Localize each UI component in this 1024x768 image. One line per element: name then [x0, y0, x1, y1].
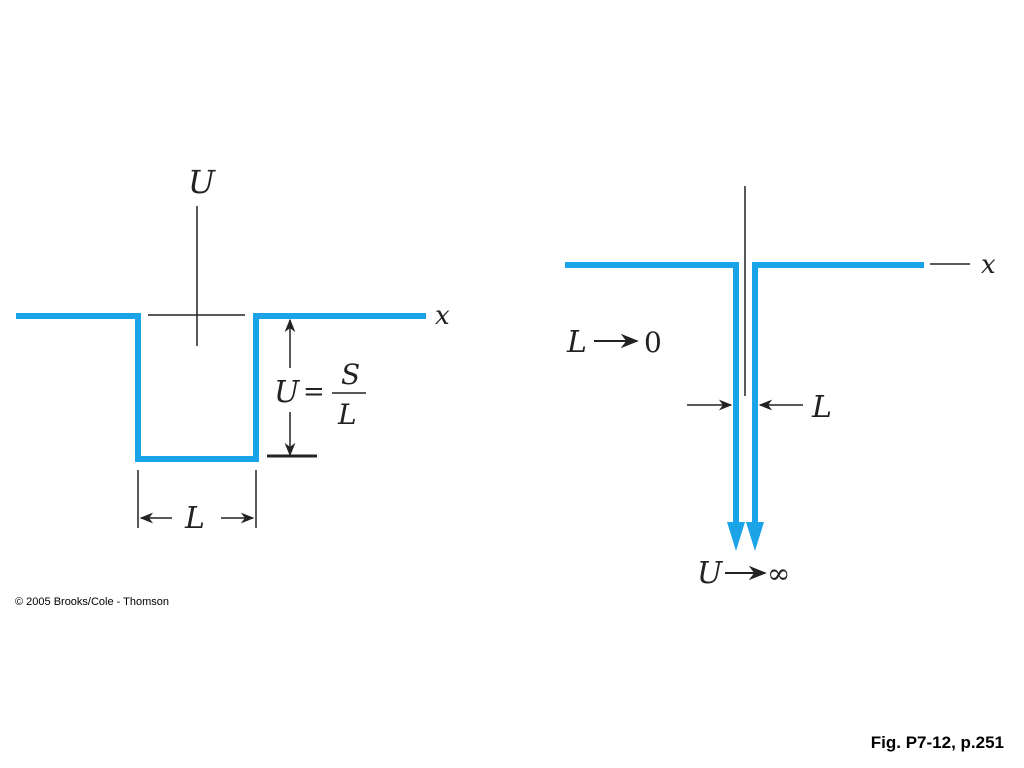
right-width-label: L	[811, 390, 832, 425]
well-arrowhead-left	[727, 522, 745, 551]
figure-caption: Fig. P7-12, p.251	[870, 733, 1004, 752]
right-x-axis-label: x	[981, 250, 996, 280]
copyright-notice: © 2005 Brooks/Cole - Thomson	[15, 596, 170, 608]
well-arrowhead-right	[746, 522, 764, 551]
depth-numerator: S	[341, 358, 360, 391]
left-x-axis-label: x	[435, 301, 450, 331]
left-width-label: L	[184, 501, 205, 536]
left-u-axis-label: U	[188, 163, 216, 201]
limit-u-value: ∞	[767, 557, 790, 590]
limit-l-var: L	[566, 325, 587, 360]
narrow-well-right-wall	[752, 262, 924, 528]
depth-lhs: U	[274, 375, 301, 410]
depth-denominator: L	[337, 398, 357, 431]
right-diagram: x L 0 L U ∞	[565, 186, 996, 591]
limit-l-value: 0	[644, 326, 662, 359]
depth-equals: =	[303, 377, 325, 407]
narrow-well-left-wall	[565, 262, 739, 528]
left-diagram: U x U = S L L	[16, 163, 450, 536]
limit-u-var: U	[697, 556, 724, 591]
square-well	[16, 313, 426, 462]
